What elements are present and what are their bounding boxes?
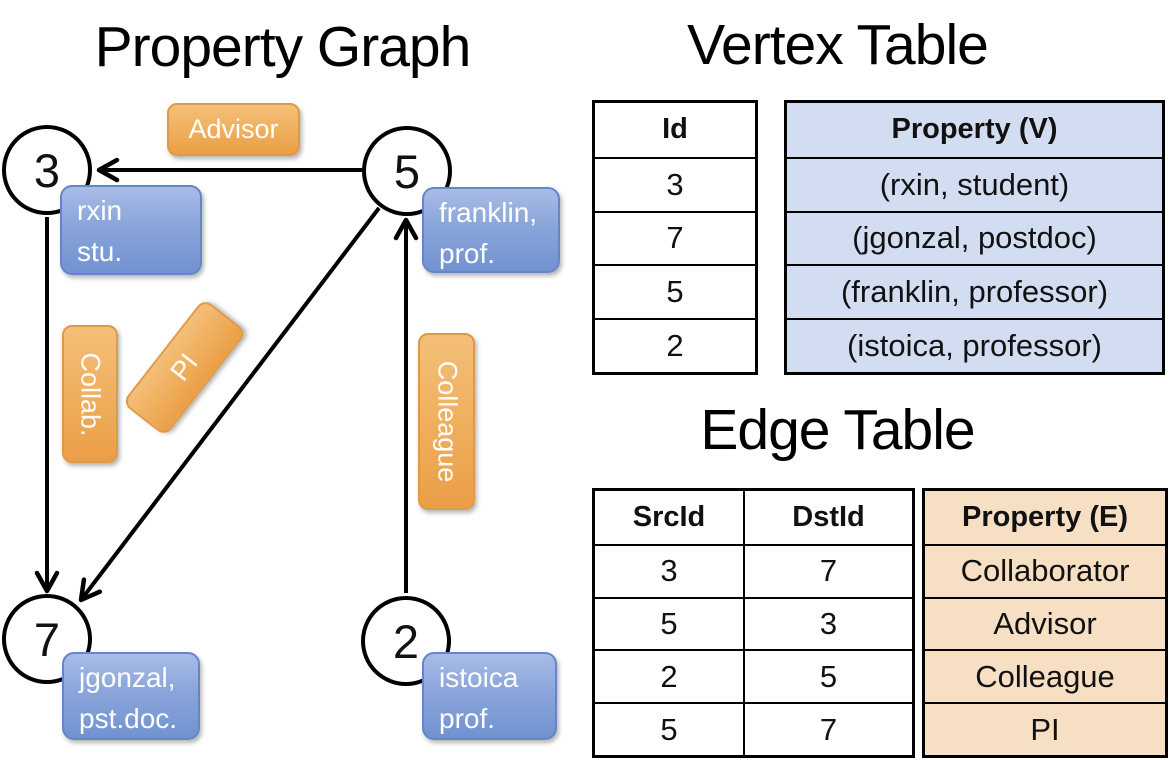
table-cell: Collaborator	[925, 543, 1165, 597]
vertex-id: 2	[392, 614, 420, 668]
table-cell: 5	[745, 649, 912, 702]
vertex-prop-line: jgonzal,	[79, 662, 176, 693]
edge-table-title: Edge Table	[700, 398, 975, 462]
column-header-id: Id	[662, 113, 688, 146]
table-cell: PI	[925, 702, 1165, 755]
table-cell: 5	[595, 702, 745, 755]
column-header-dstid: DstId	[792, 500, 865, 533]
table-cell: Colleague	[925, 649, 1165, 702]
column-header-srcid: SrcId	[595, 491, 745, 544]
table-cell: (jgonzal, postdoc)	[787, 210, 1162, 265]
edge-label-colleague: Colleague	[418, 333, 475, 510]
vertex-node-3: 3	[2, 125, 92, 215]
edge-table-property-column: Property (E) Collaborator Advisor Collea…	[922, 488, 1168, 758]
table-cell: (franklin, professor)	[787, 264, 1162, 318]
vertex-prop-line: stu.	[77, 236, 123, 267]
vertex-prop-istoica: istoica prof.	[422, 652, 557, 740]
table-cell: 3	[595, 543, 745, 597]
edge-label-advisor: Advisor	[167, 103, 300, 156]
edge-label-text: Advisor	[188, 114, 279, 144]
vertex-prop-franklin: franklin, prof.	[422, 187, 560, 273]
edge-pi-line	[78, 206, 381, 603]
table-cell: 2	[595, 318, 755, 372]
property-graph-title: Property Graph	[94, 15, 472, 79]
edge-label-collab: Collab.	[62, 325, 118, 463]
edge-table-id-columns: SrcId DstId 3 7 5 3 2 5 5 7	[592, 488, 915, 758]
vertex-prop-line: franklin,	[439, 197, 538, 228]
vertex-prop-line: prof.	[439, 238, 496, 269]
vertex-table-id-column: Id 3 7 5 2	[592, 100, 758, 375]
table-cell: (istoica, professor)	[787, 318, 1162, 372]
table-cell: 7	[595, 210, 755, 265]
edge-label-text: Collab.	[75, 351, 106, 437]
vertex-id: 3	[33, 143, 61, 197]
table-cell: 7	[745, 702, 912, 755]
table-cell: 7	[745, 543, 912, 597]
vertex-id: 5	[393, 144, 421, 198]
table-cell: 2	[595, 649, 745, 703]
table-cell: 5	[595, 264, 755, 318]
vertex-prop-line: istoica	[439, 662, 519, 693]
vertex-table-property-column: Property (V) (rxin, student) (jgonzal, p…	[784, 100, 1165, 375]
column-header-property-e: Property (E)	[962, 500, 1128, 533]
vertex-prop-line: pst.doc.	[79, 703, 178, 734]
table-cell: 5	[595, 596, 745, 650]
edge-label-text: Colleague	[432, 360, 462, 483]
table-cell: (rxin, student)	[787, 156, 1162, 211]
vertex-prop-line: rxin	[77, 195, 123, 226]
table-cell: Advisor	[925, 596, 1165, 650]
table-cell: 3	[745, 596, 912, 650]
vertex-prop-rxin: rxin stu.	[60, 185, 202, 275]
vertex-prop-line: prof.	[439, 703, 496, 734]
column-header-property-v: Property (V)	[891, 113, 1058, 146]
edge-label-text: PI	[164, 347, 204, 387]
vertex-id: 7	[33, 612, 61, 666]
vertex-prop-jgonzal: jgonzal, pst.doc.	[62, 652, 200, 740]
table-cell: 3	[595, 156, 755, 211]
vertex-table-title: Vertex Table	[687, 13, 989, 77]
